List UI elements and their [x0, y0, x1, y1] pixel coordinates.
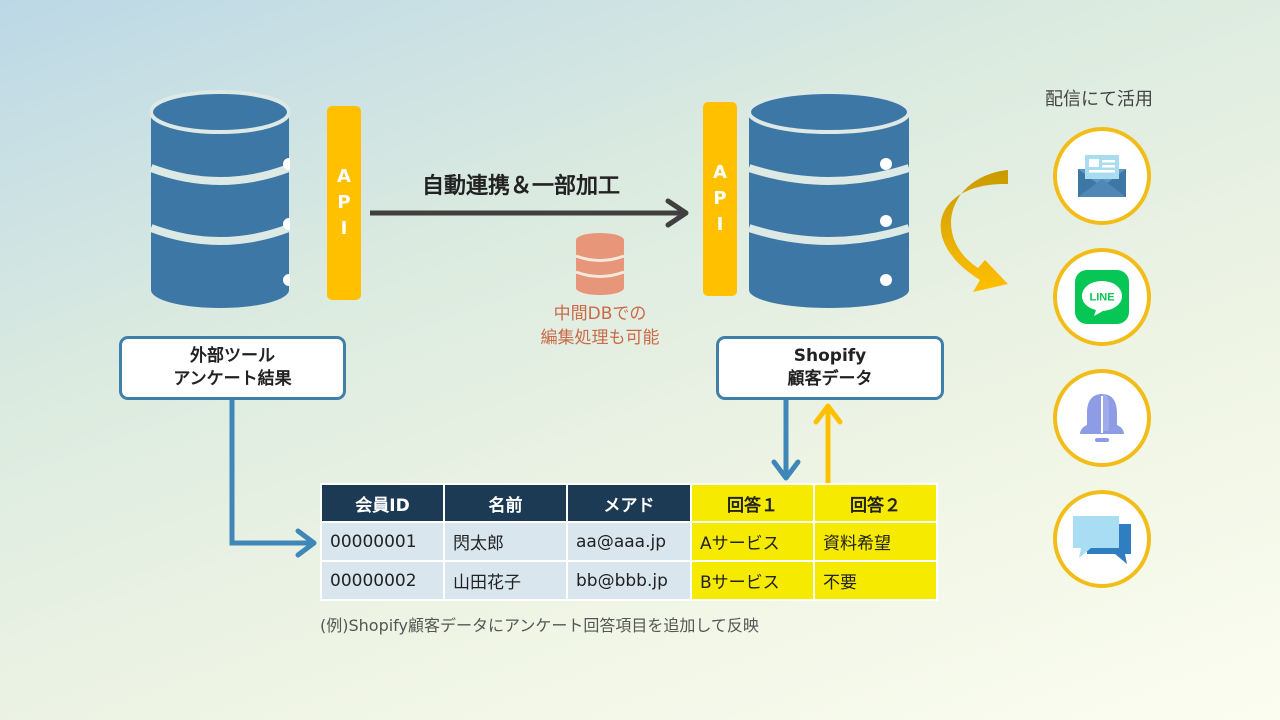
- source-api-bar: A P I: [327, 106, 361, 300]
- intermediate-db-line2: 編集処理も可能: [540, 328, 660, 348]
- source-to-table-arrow: [229, 400, 317, 558]
- shopify-label-box: Shopify 顧客データ: [716, 336, 944, 400]
- intermediate-db-line1: 中間DBでの: [553, 304, 647, 324]
- cell-answer2: 不要: [813, 560, 938, 601]
- header-member-id: 会員ID: [320, 483, 445, 523]
- cell-answer1: Bサービス: [690, 560, 815, 601]
- example-note: (例)Shopify顧客データにアンケート回答項目を追加して反映: [320, 616, 759, 635]
- cell-answer2: 資料希望: [813, 521, 938, 562]
- cell-answer1: Aサービス: [690, 521, 815, 562]
- channels-title: 配信にて活用: [1045, 89, 1153, 110]
- target-api-bar: A P I: [703, 102, 737, 296]
- notification-channel-circle: [1053, 369, 1151, 467]
- bell-icon: [1080, 394, 1124, 442]
- mail-channel-circle: [1053, 127, 1151, 225]
- cell-name: 閃太郎: [443, 521, 568, 562]
- shopify-database-icon: [748, 90, 911, 308]
- api-letter: P: [713, 188, 727, 209]
- api-letter: A: [713, 162, 727, 183]
- customer-data-table: 会員ID 名前 メアド 回答１ 回答２ 00000001 閃太郎 aa@aaa.…: [320, 483, 938, 601]
- cell-member-id: 00000002: [320, 560, 445, 601]
- shopify-line2: 顧客データ: [787, 369, 873, 389]
- header-name: 名前: [443, 483, 568, 523]
- source-label-box: 外部ツール アンケート結果: [119, 336, 346, 400]
- table-row: 00000001 閃太郎 aa@aaa.jp Aサービス 資料希望: [320, 521, 938, 562]
- header-email: メアド: [566, 483, 692, 523]
- shopify-line1: Shopify: [793, 346, 867, 366]
- line-icon-text: LINE: [1089, 292, 1114, 304]
- source-line1: 外部ツール: [190, 346, 275, 366]
- line-icon: LINE: [1075, 270, 1129, 324]
- header-answer1: 回答１: [690, 483, 815, 523]
- chat-channel-circle: [1053, 490, 1151, 588]
- shopify-to-table-arrow: [771, 400, 801, 481]
- source-line2: アンケート結果: [173, 369, 292, 389]
- auto-sync-arrow: [370, 198, 689, 228]
- api-letter: I: [716, 214, 724, 235]
- cell-email: bb@bbb.jp: [566, 560, 692, 601]
- table-header-row: 会員ID 名前 メアド 回答１ 回答２: [320, 483, 938, 523]
- cell-member-id: 00000001: [320, 521, 445, 562]
- intermediate-db-caption: 中間DBでの 編集処理も可能: [520, 302, 680, 350]
- table-to-shopify-arrow: [813, 403, 843, 483]
- auto-sync-label: 自動連携＆一部加工: [422, 174, 621, 199]
- api-letter: I: [340, 218, 348, 239]
- cell-email: aa@aaa.jp: [566, 521, 692, 562]
- line-channel-circle: LINE: [1053, 248, 1151, 346]
- api-letter: P: [337, 192, 351, 213]
- intermediate-database-icon: [575, 233, 625, 295]
- chat-bubbles-icon: [1073, 516, 1131, 564]
- table-row: 00000002 山田花子 bb@bbb.jp Bサービス 不要: [320, 560, 938, 601]
- distribution-curve-arrow: [940, 170, 1008, 292]
- cell-name: 山田花子: [443, 560, 568, 601]
- header-answer2: 回答２: [813, 483, 938, 523]
- api-letter: A: [337, 166, 351, 187]
- mail-icon: [1078, 155, 1126, 197]
- source-database-icon: [150, 90, 290, 308]
